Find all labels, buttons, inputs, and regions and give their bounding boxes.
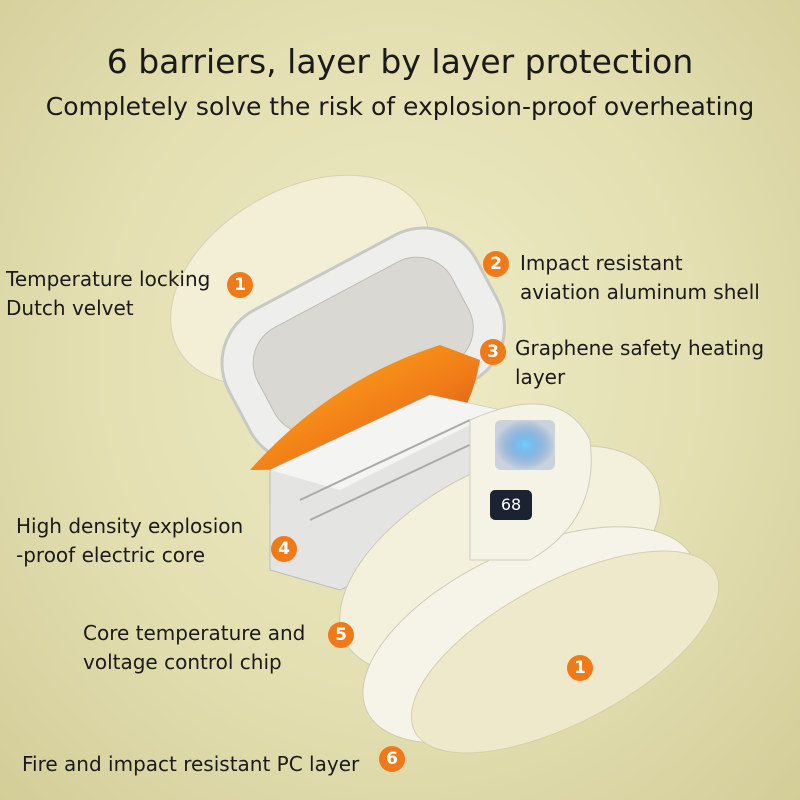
pc-shell-upper	[469, 403, 592, 561]
callout-1-badge: 1	[227, 272, 253, 298]
callout-4-label: High density explosion-proof electric co…	[16, 514, 244, 567]
callout-5-badge: 5	[328, 622, 354, 648]
page-title: 6 barriers, layer by layer protection	[106, 42, 694, 81]
control-chip-board	[495, 420, 555, 470]
callout-1b-badge: 1	[567, 655, 593, 681]
callout-6-badge: 6	[379, 746, 405, 772]
velvet-bottom-layer	[410, 550, 720, 754]
callout-2-badge: 2	[483, 251, 509, 277]
callout-3-badge: 3	[480, 339, 506, 365]
digital-display: 68	[490, 490, 532, 520]
callout-6-label: Fire and impact resistant PC layer	[22, 752, 360, 776]
page-subtitle: Completely solve the risk of explosion-p…	[45, 92, 755, 121]
callout-4-badge: 4	[271, 536, 297, 562]
